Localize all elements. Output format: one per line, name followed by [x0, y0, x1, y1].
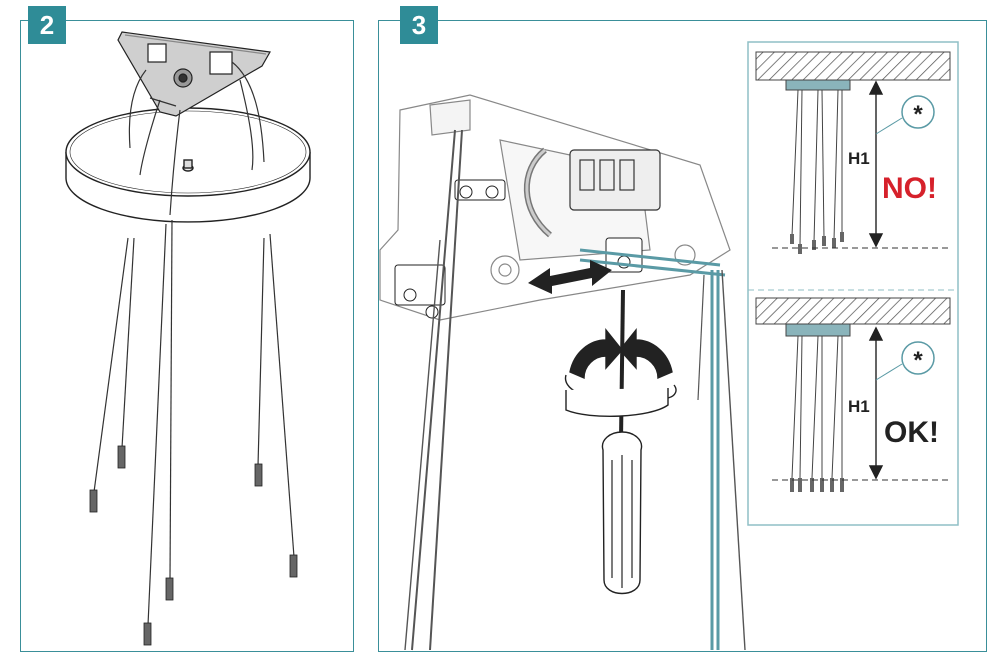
- note-leader-bottom: [875, 363, 903, 381]
- canopy-bar-bottom: [785, 323, 851, 337]
- note-symbol-top: *: [913, 101, 923, 128]
- hanging-cables: [93, 219, 295, 626]
- double-arrow-icon: [528, 260, 612, 294]
- cable-grippers: [89, 445, 298, 646]
- note-circle-bottom: [901, 341, 935, 375]
- height-label-top: H1: [848, 149, 870, 168]
- step-2-panel: [20, 20, 354, 652]
- ceiling-hatch-bottom: [755, 297, 951, 325]
- step-2-badge: 2: [28, 6, 66, 44]
- rotate-arrow-icon: [564, 328, 677, 417]
- note-symbol-bottom: *: [913, 347, 923, 374]
- height-arrow-bottom: [868, 326, 884, 480]
- canopy-disc: [65, 107, 311, 223]
- step-3-panel: [378, 20, 987, 652]
- terminal-block: [523, 147, 661, 238]
- cables-uneven: [791, 89, 843, 247]
- height-label-bottom: H1: [848, 397, 870, 416]
- ceiling-hatch-top: [755, 51, 951, 81]
- grippers-even: [790, 478, 844, 492]
- cables-even: [791, 335, 843, 479]
- step-3-badge: 3: [400, 6, 438, 44]
- note-circle-top: [901, 95, 935, 129]
- step-3-cables: [404, 129, 746, 651]
- support-wires-upper: [128, 61, 265, 216]
- note-leader-top: [875, 117, 903, 135]
- canopy-bar-top: [785, 79, 851, 91]
- mounting-bracket: [117, 31, 271, 117]
- height-arrow-top: [868, 80, 884, 248]
- verdict-ok: OK!: [884, 416, 939, 449]
- verdict-no: NO!: [882, 172, 937, 205]
- grippers-uneven: [790, 232, 844, 254]
